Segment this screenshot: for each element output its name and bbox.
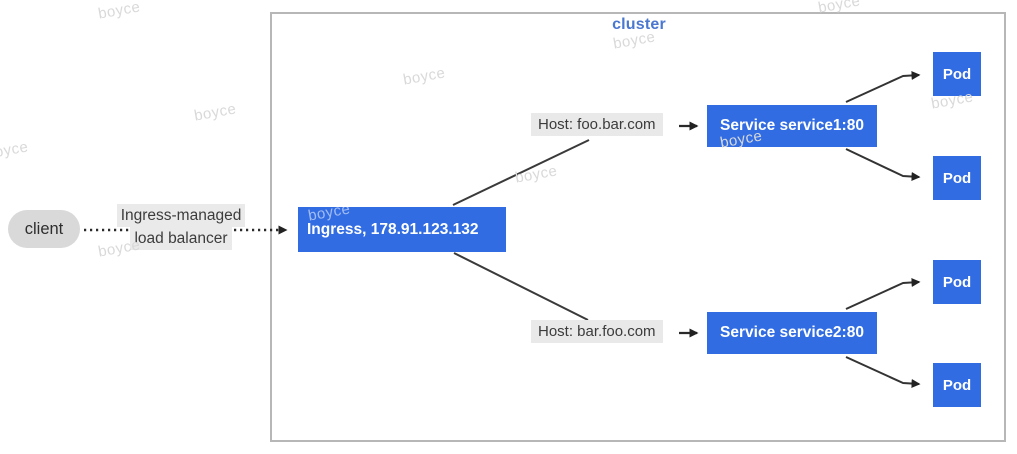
ingress-label: Ingress, 178.91.123.132 [307, 220, 479, 238]
pod-label: Pod [942, 65, 972, 83]
service1-node: Service service1:80 [707, 105, 877, 147]
load-balancer-label: Ingress-managed load balancer [104, 204, 258, 250]
service2-label: Service service2:80 [720, 324, 864, 341]
watermark: boyce [96, 0, 142, 23]
pod-node: Pod [933, 363, 981, 407]
pod-node: Pod [933, 156, 981, 200]
watermark: boyce [192, 100, 238, 125]
pod-label: Pod [942, 273, 972, 291]
service2-node: Service service2:80 [707, 312, 877, 354]
client-node: client [8, 210, 80, 248]
watermark: boyce [0, 138, 30, 163]
client-label: client [24, 219, 64, 238]
pod-node: Pod [933, 260, 981, 304]
pod-label: Pod [942, 376, 972, 394]
host-rule-bar-foo-com: Host: bar.foo.com [531, 320, 663, 343]
load-balancer-label-line2: load balancer [130, 227, 232, 250]
service1-label: Service service1:80 [720, 117, 864, 134]
ingress-node: Ingress, 178.91.123.132 [298, 207, 506, 252]
cluster-label: cluster [612, 16, 666, 33]
host-rule-foo-bar-com: Host: foo.bar.com [531, 113, 663, 136]
pod-node: Pod [933, 52, 981, 96]
pod-label: Pod [942, 169, 972, 187]
load-balancer-label-line1: Ingress-managed [116, 204, 246, 227]
